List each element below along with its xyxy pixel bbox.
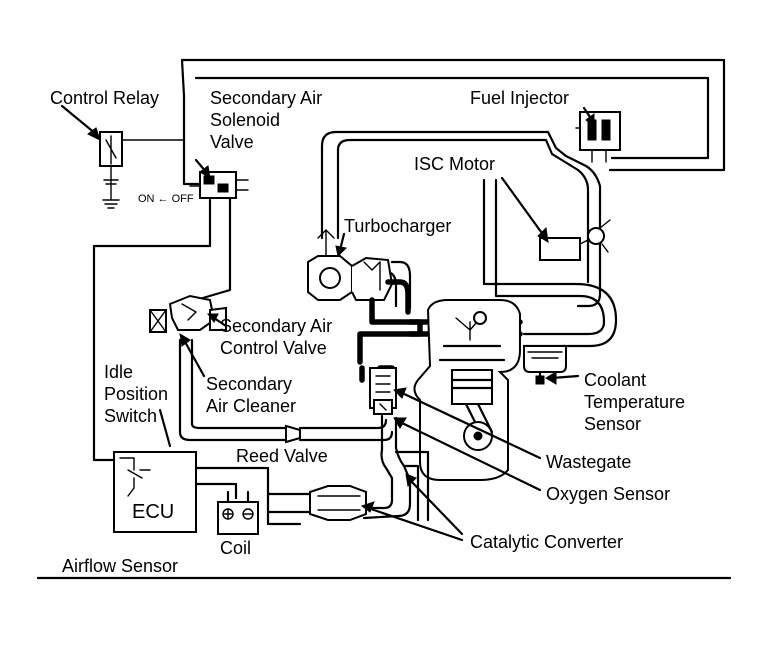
label-oxygen-sensor: Oxygen Sensor <box>546 484 670 504</box>
label-coolant-temperature-sensor-1: Coolant <box>584 370 646 390</box>
label-catalytic-converter: Catalytic Converter <box>470 532 623 552</box>
ecu-box <box>113 451 197 533</box>
label-secondary-air-control-valve-1: Secondary Air <box>220 316 332 336</box>
label-on-off: ON ← OFF <box>138 193 194 205</box>
wire-ecu-coil <box>194 466 302 526</box>
secondary-air-hose-reed <box>298 418 394 442</box>
engine <box>413 299 521 481</box>
secondary-air-cleaner <box>149 309 167 333</box>
boost-pipe <box>357 297 423 365</box>
wire-solenoid-ecu <box>92 198 212 462</box>
hose-fitting <box>285 424 301 444</box>
label-idle-position-switch-3: Switch <box>104 406 157 426</box>
isc-motor <box>539 219 611 261</box>
top-wiring-loop <box>180 58 726 186</box>
label-coolant-temperature-sensor-3: Sensor <box>584 414 641 434</box>
label-coil: Coil <box>220 538 251 558</box>
label-reed-valve: Reed Valve <box>236 446 328 466</box>
right-pipe <box>482 178 618 348</box>
label-airflow-sensor: Airflow Sensor <box>62 556 178 576</box>
secondary-air-control-valve <box>168 294 227 331</box>
label-secondary-air-solenoid-valve-3: Valve <box>210 132 254 152</box>
label-secondary-air-solenoid-valve-1: Secondary Air <box>210 88 322 108</box>
wire-solenoid-down <box>194 194 232 302</box>
label-secondary-air-control-valve-2: Control Valve <box>220 338 327 358</box>
coolant-reservoir <box>523 345 567 385</box>
label-coolant-temperature-sensor-2: Temperature <box>584 392 685 412</box>
label-ecu: ECU <box>132 501 174 523</box>
catalytic-converter <box>266 485 367 521</box>
label-secondary-air-solenoid-valve-2: Solenoid <box>210 110 280 130</box>
label-secondary-air-cleaner-1: Secondary <box>206 374 292 394</box>
label-turbocharger: Turbocharger <box>344 216 451 236</box>
ignition-coil <box>217 490 259 535</box>
label-control-relay: Control Relay <box>50 88 159 108</box>
fuel-injector <box>575 111 621 163</box>
label-fuel-injector: Fuel Injector <box>470 88 569 108</box>
pointer-arrows <box>60 104 595 542</box>
relay-ground-wire <box>102 165 120 209</box>
secondary-air-solenoid-valve <box>189 171 249 199</box>
secondary-air-hose <box>178 338 288 442</box>
label-wastegate: Wastegate <box>546 452 631 472</box>
wastegate-assembly <box>369 367 397 415</box>
label-idle-position-switch-2: Position <box>104 384 168 404</box>
label-secondary-air-cleaner-2: Air Cleaner <box>206 396 296 416</box>
turbocharger <box>307 229 394 301</box>
label-idle-position-switch-1: Idle <box>104 362 133 382</box>
label-isc-motor: ISC Motor <box>414 154 495 174</box>
